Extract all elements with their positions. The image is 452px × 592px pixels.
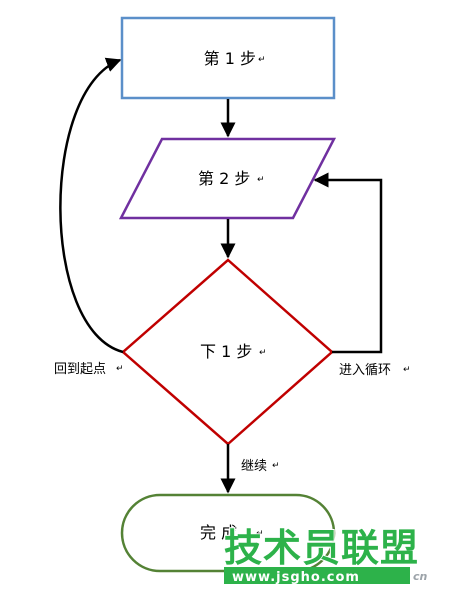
step2-mark: ↵	[257, 175, 265, 185]
step2-label: 第 2 步	[198, 169, 250, 188]
done-label: 完 成	[200, 523, 237, 542]
arrow-back-to-start	[59, 57, 124, 354]
next-label: 下 1 步	[200, 342, 252, 361]
step1-mark: ↵	[258, 55, 266, 65]
step2-box	[118, 137, 337, 220]
done-mark: ↵	[256, 529, 264, 539]
continue-mark: ↵	[272, 461, 280, 471]
watermark-suffix: cn	[413, 570, 428, 583]
watermark: 技术员联盟 www.jsgho.com cn	[223, 525, 428, 585]
watermark-url: www.jsgho.com	[232, 570, 360, 585]
next-mark: ↵	[259, 348, 267, 358]
back-to-start-mark: ↵	[116, 364, 124, 374]
enter-loop-label: 进入循环	[339, 363, 391, 378]
step1-label: 第 1 步	[204, 49, 256, 68]
back-to-start-label: 回到起点	[54, 362, 106, 377]
watermark-cn: 技术员联盟	[224, 526, 419, 570]
continue-label: 继续	[241, 459, 267, 474]
watermark-bar	[224, 567, 410, 584]
step1-box	[120, 16, 336, 100]
arrow-enter-loop	[313, 172, 383, 354]
enter-loop-mark: ↵	[403, 365, 411, 375]
